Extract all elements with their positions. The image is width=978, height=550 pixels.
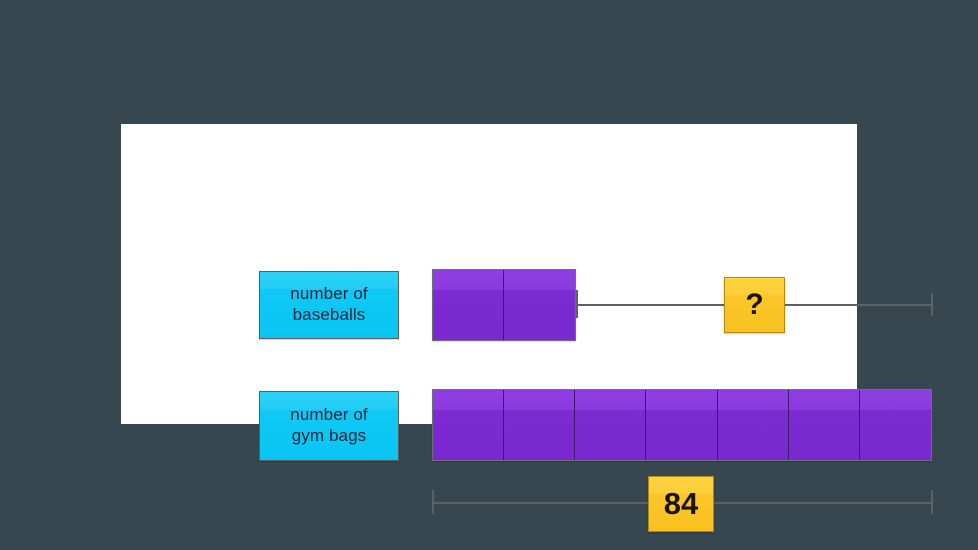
label-number-of-gym-bags: number of gym bags	[259, 391, 399, 461]
value-box-unknown: ?	[724, 277, 785, 333]
diagram-card: number of baseballs ? number of gym bags	[121, 124, 933, 532]
value-unknown-text: ?	[745, 288, 764, 321]
tape-unit	[504, 270, 575, 340]
label-number-of-baseballs: number of baseballs	[259, 271, 399, 339]
tape-unit	[717, 390, 789, 460]
value-total-text: 84	[663, 486, 699, 521]
tape-unit	[504, 390, 576, 460]
tape-unit	[859, 390, 931, 460]
measure-tick-gym-bags-right	[931, 490, 933, 514]
tape-bar-gym-bags	[432, 389, 932, 461]
value-box-total: 84	[648, 476, 714, 532]
tape-unit	[646, 390, 718, 460]
label-baseballs-text: number of baseballs	[290, 284, 368, 324]
tape-unit	[433, 390, 505, 460]
tape-unit	[788, 390, 860, 460]
measure-line-gym-bags-right	[712, 502, 932, 504]
measure-tick-baseballs-right	[931, 293, 933, 316]
tape-bar-baseballs	[432, 269, 576, 341]
measure-line-baseballs-left	[576, 304, 726, 306]
measure-line-gym-bags-left	[432, 502, 650, 504]
tape-unit	[433, 270, 504, 340]
label-gymbags-text: number of gym bags	[290, 405, 368, 445]
measure-line-baseballs-right	[783, 304, 933, 306]
measure-tick-gym-bags-left	[432, 490, 434, 514]
tape-unit	[575, 390, 647, 460]
measure-tick-baseballs-left	[576, 290, 578, 318]
